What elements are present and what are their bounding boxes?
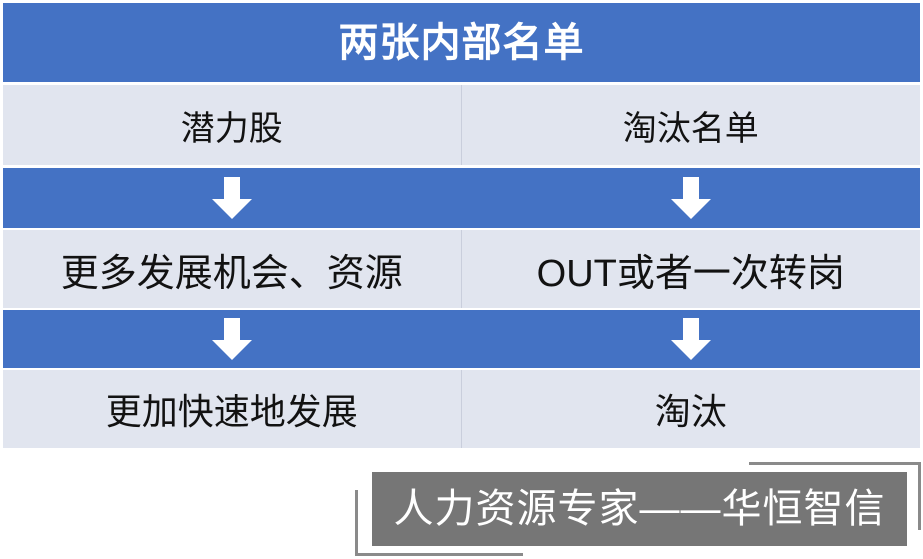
bracket-left-horizontal bbox=[355, 553, 523, 556]
cell-elimination-list: 淘汰名单 bbox=[622, 109, 759, 148]
down-arrow-icon bbox=[668, 175, 714, 221]
watermark-band: 人力资源专家——华恒智信 bbox=[372, 472, 907, 546]
arrow-cell-right-2 bbox=[462, 310, 921, 368]
bracket-left-vertical bbox=[355, 490, 358, 556]
cell-out-or-transfer: OUT或者一次转岗 bbox=[536, 252, 845, 295]
diagram-row-headings: 潜力股 淘汰名单 bbox=[3, 85, 920, 165]
diagram-row-arrows-1 bbox=[3, 168, 920, 228]
cell-more-opportunities-resources: 更多发展机会、资源 bbox=[3, 230, 462, 308]
diagram-row-outcomes-2: 更加快速地发展 淘汰 bbox=[3, 370, 920, 448]
arrow-cell-right-1 bbox=[462, 168, 921, 228]
page-title: 两张内部名单 bbox=[338, 20, 585, 65]
watermark-text: 人力资源专家——华恒智信 bbox=[393, 487, 886, 531]
down-arrow-icon bbox=[209, 316, 255, 362]
watermark: 人力资源专家——华恒智信 bbox=[355, 462, 921, 557]
arrow-cell-left-1 bbox=[3, 168, 462, 228]
arrow-cell-left-2 bbox=[3, 310, 462, 368]
diagram-title-band: 两张内部名单 bbox=[3, 3, 920, 82]
down-arrow-icon bbox=[668, 316, 714, 362]
diagram-row-arrows-2 bbox=[3, 310, 920, 368]
bracket-right-vertical bbox=[918, 462, 921, 530]
diagram-row-outcomes-1: 更多发展机会、资源 OUT或者一次转岗 bbox=[3, 230, 920, 308]
cell-eliminated: 淘汰 bbox=[654, 391, 727, 432]
bracket-right-horizontal bbox=[749, 462, 921, 465]
down-arrow-icon bbox=[209, 175, 255, 221]
cell-faster-development: 更加快速地发展 bbox=[3, 370, 462, 448]
cell-potential-stock: 潜力股 bbox=[3, 85, 462, 165]
